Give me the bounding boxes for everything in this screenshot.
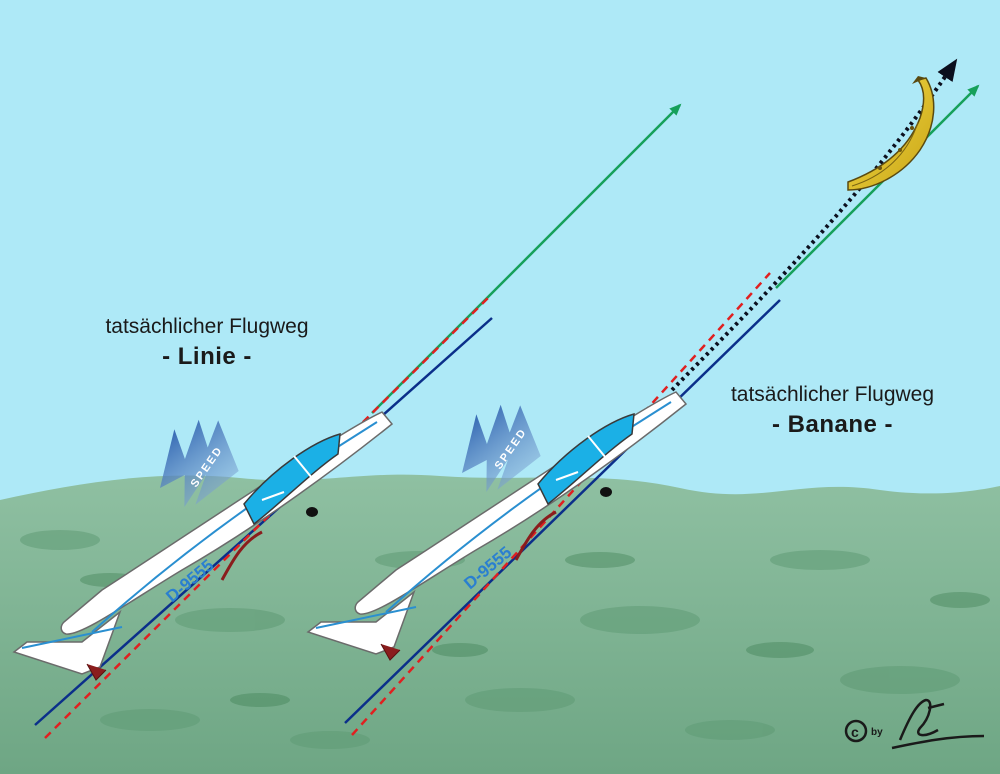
left-reference-line <box>44 297 489 739</box>
left-caption-block: tatsächlicher Flugweg - Linie - <box>92 314 322 374</box>
right-longitudinal-axis <box>344 299 781 724</box>
left-caption: tatsächlicher Flugweg <box>105 315 309 338</box>
left-title: - Linie - <box>162 343 252 370</box>
right-title: - Banane - <box>771 411 893 438</box>
right-caption: tatsächlicher Flugweg <box>730 383 935 406</box>
ground-texture <box>20 530 960 749</box>
right-flight-path-arrow <box>775 84 980 289</box>
signature-logo <box>891 698 985 750</box>
right-reference-line <box>351 272 771 736</box>
banana-icon <box>847 76 935 191</box>
svg-text:c: c <box>851 724 859 740</box>
copyright-by: by <box>871 727 883 738</box>
copyright-mark: c by <box>844 719 883 743</box>
right-caption-block: tatsächlicher Flugweg - Banane - <box>705 382 960 442</box>
banana-path-arrow <box>670 58 958 392</box>
ground-landscape <box>0 474 1000 774</box>
left-longitudinal-axis <box>34 317 493 726</box>
